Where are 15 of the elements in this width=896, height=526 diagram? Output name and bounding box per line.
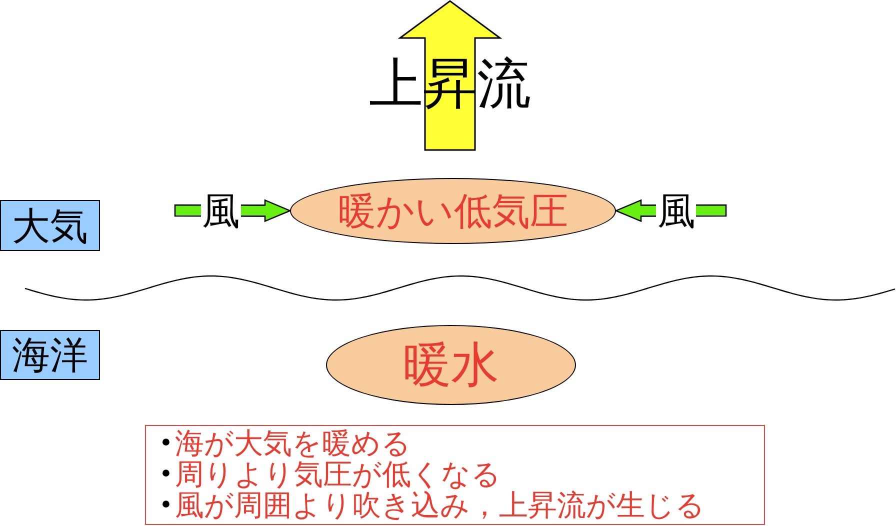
layer-label: 大気 <box>12 206 88 244</box>
list-bullet: • <box>158 462 174 486</box>
bullet-text: 風が周囲より吹き込み，上昇流が生じる <box>175 490 705 521</box>
ellipse-label: 暖かい低気圧 <box>338 192 568 230</box>
layer-label: 海洋 <box>12 336 88 374</box>
bullet-text: 周りより気圧が低くなる <box>175 459 501 490</box>
note-box <box>145 425 765 525</box>
label-box <box>0 330 100 380</box>
label-box <box>0 200 100 251</box>
ellipse-label: 暖水 <box>403 341 499 389</box>
edge-label: 風 <box>656 192 696 230</box>
list-bullet: • <box>158 493 174 517</box>
list-bullet: • <box>158 431 174 455</box>
bullet-text: 海が大気を暖める <box>175 428 411 459</box>
edge-label: 風 <box>201 192 241 230</box>
